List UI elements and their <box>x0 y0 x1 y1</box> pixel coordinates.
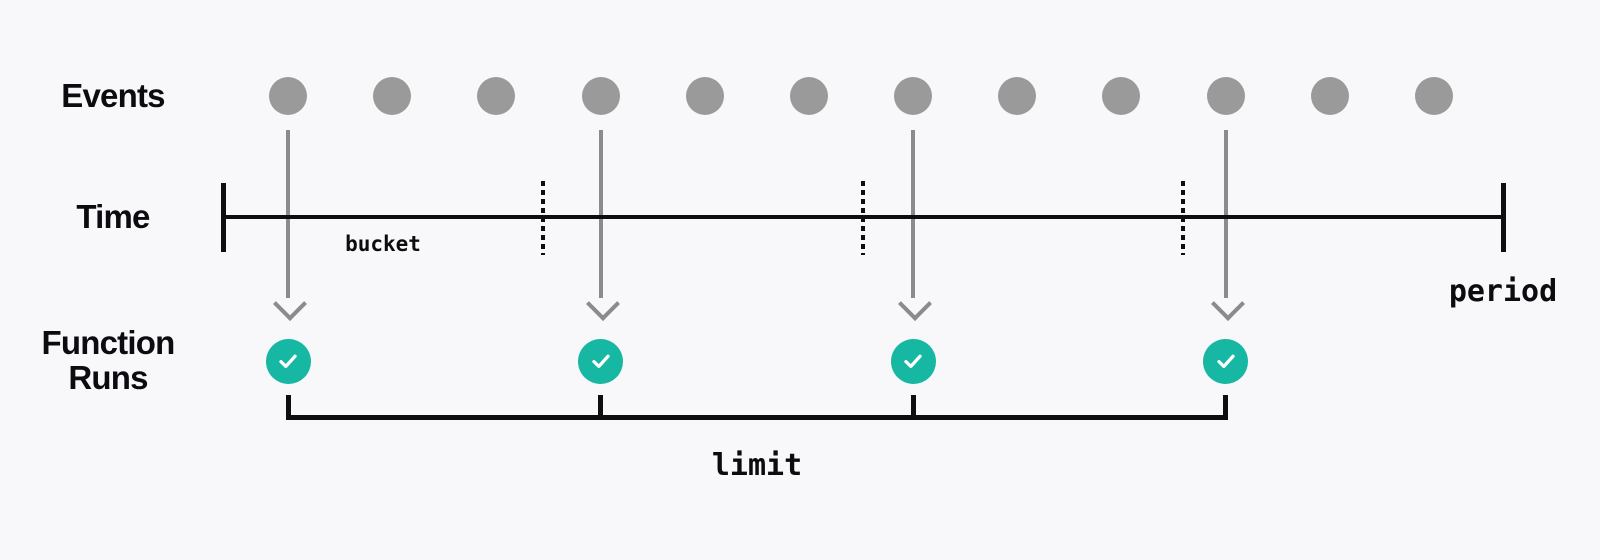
bucket-boundary-dashed-line <box>861 181 865 255</box>
event-dot <box>269 77 307 115</box>
down-arrow-head-icon <box>1210 287 1245 321</box>
down-arrow-icon <box>1223 130 1228 298</box>
checkmark-icon <box>591 354 610 369</box>
down-arrow-head-icon <box>585 287 620 321</box>
limit-bracket-tick <box>598 395 604 420</box>
event-dot <box>1206 77 1245 115</box>
event-dot <box>581 77 620 115</box>
limit-label: limit <box>711 448 803 483</box>
limit-bracket-bar <box>285 415 1229 420</box>
event-dot <box>894 77 933 115</box>
down-arrow-icon <box>286 130 290 298</box>
period-label: period <box>1448 274 1558 309</box>
function-run-check <box>1203 338 1249 384</box>
time-axis-start-tick <box>221 183 226 252</box>
limit-bracket-tick <box>1223 395 1229 420</box>
time-row-label: Time <box>76 198 150 235</box>
checkmark-icon <box>279 354 297 369</box>
event-dot <box>477 77 516 115</box>
event-dot <box>1310 77 1349 115</box>
event-dot <box>685 77 724 115</box>
time-axis-end-tick <box>1501 183 1506 252</box>
events-row-label: Events <box>61 77 165 114</box>
bucket-boundary-dashed-line <box>1181 181 1185 255</box>
function-run-check <box>265 338 311 384</box>
down-arrow-head-icon <box>898 287 933 321</box>
function-runs-row-label: Function Runs <box>41 324 176 396</box>
checkmark-icon <box>904 354 922 369</box>
function-run-check <box>890 338 936 384</box>
limit-bracket-tick <box>910 395 916 420</box>
event-dot <box>1414 77 1453 115</box>
bucket-boundary-dashed-line <box>541 181 545 255</box>
down-arrow-head-icon <box>273 287 307 321</box>
event-dot <box>998 77 1037 115</box>
down-arrow-icon <box>911 130 916 298</box>
event-dot <box>1102 77 1141 115</box>
event-dot <box>373 77 412 115</box>
checkmark-icon <box>1216 354 1235 369</box>
bucket-label: bucket <box>345 232 421 256</box>
limit-bracket-tick <box>285 395 291 420</box>
function-run-check <box>578 338 624 384</box>
down-arrow-icon <box>598 130 603 298</box>
event-dot <box>789 77 828 115</box>
